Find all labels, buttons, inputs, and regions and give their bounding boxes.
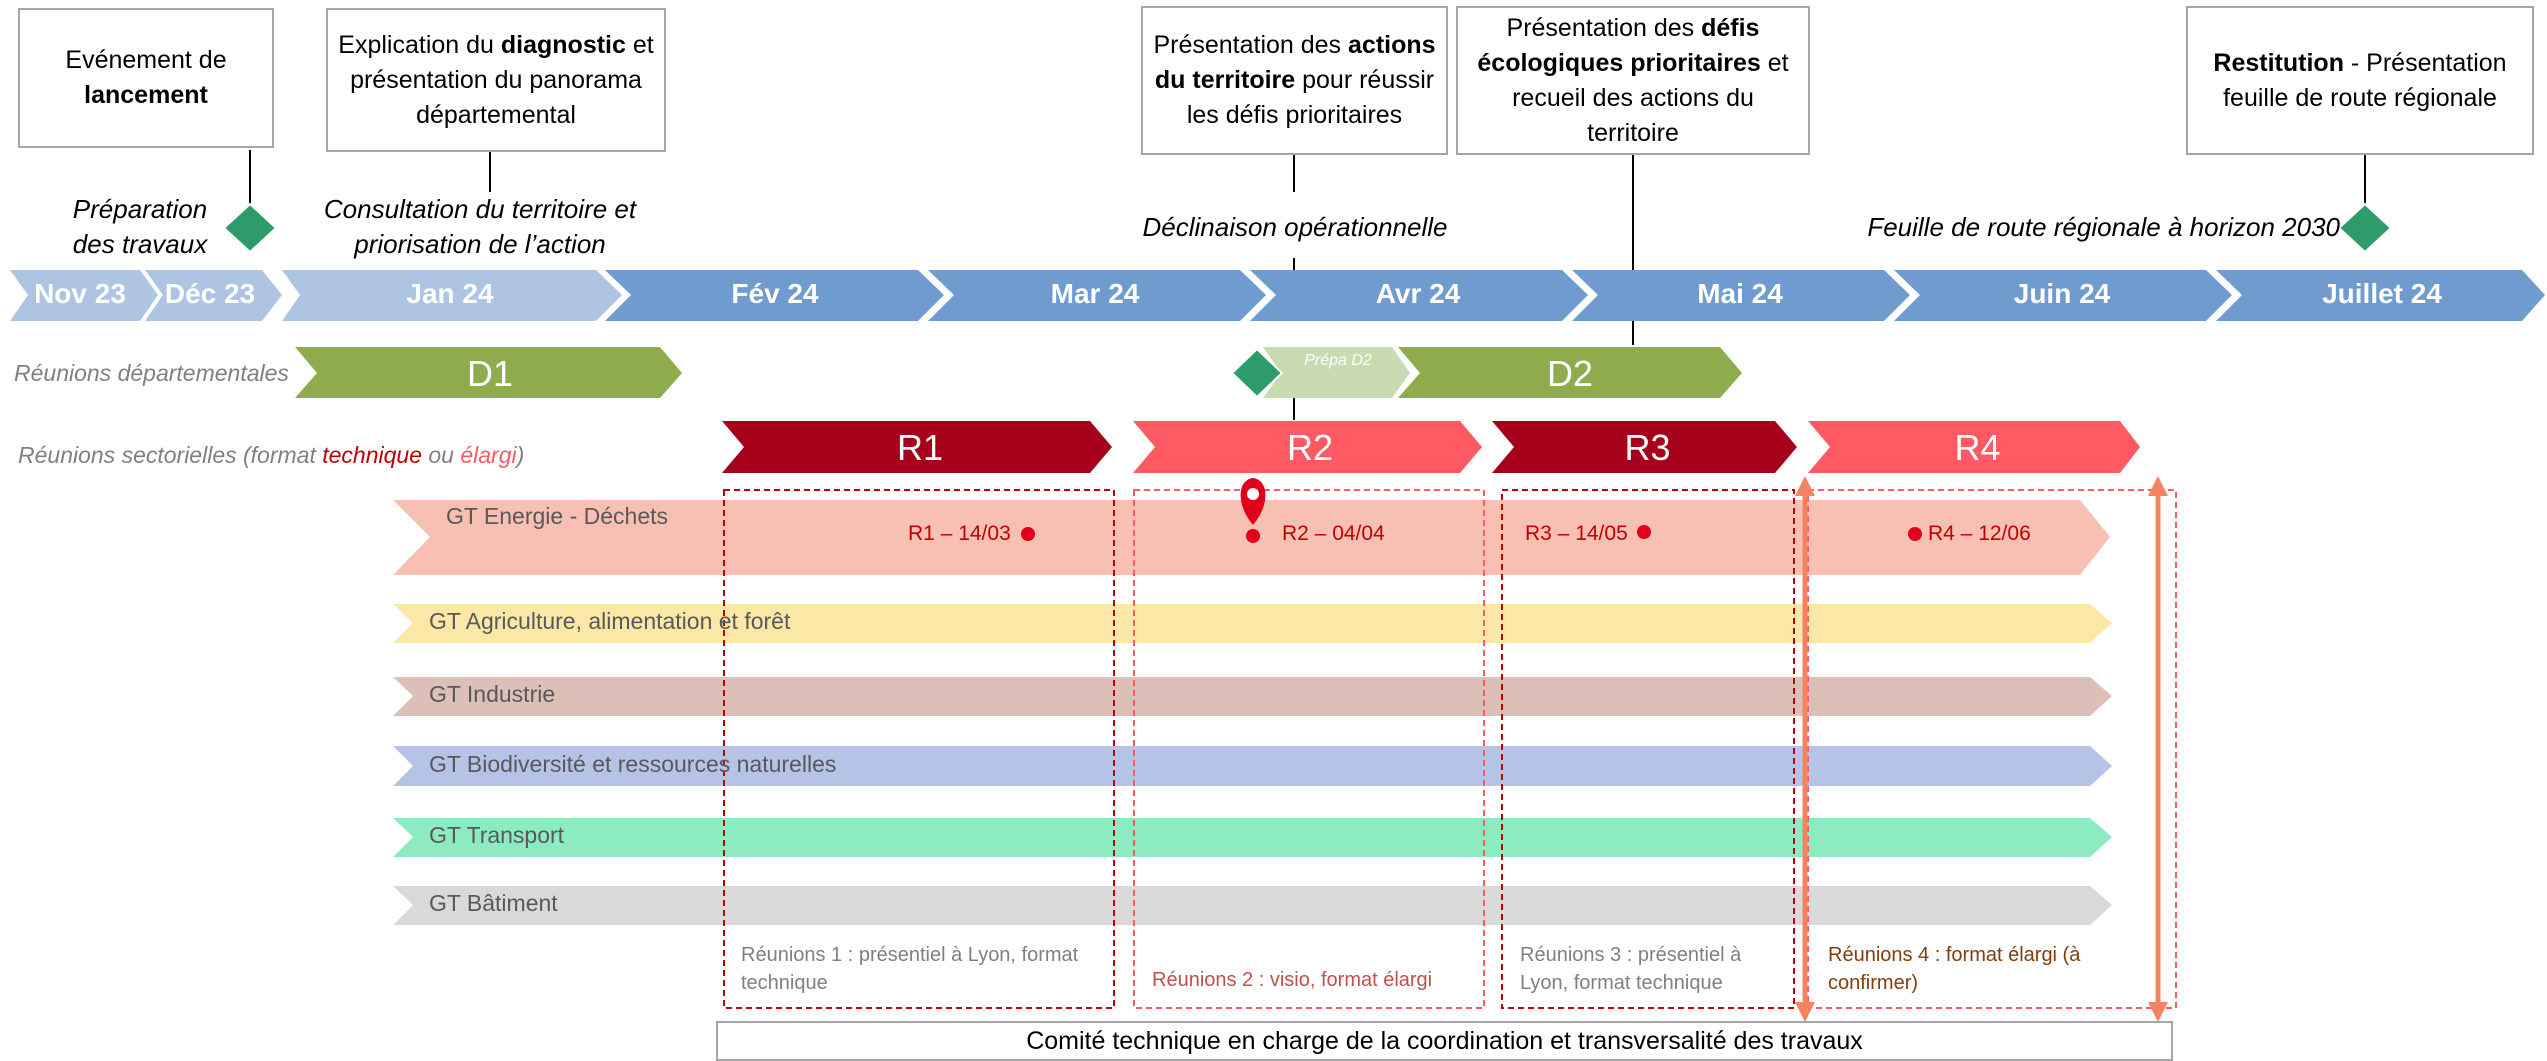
phase-preparation: Préparation des travaux — [72, 194, 208, 259]
gt-band-biodiversite — [393, 746, 2112, 786]
month-arrow-jan-24 — [282, 270, 622, 321]
month-label-mai-24: Mai 24 — [1697, 278, 1783, 309]
gt-label-industrie: GT Industrie — [429, 681, 556, 707]
callout-launch: Evénement de lancement — [18, 8, 274, 148]
phase-feuille-de-route: Feuille de route régionale à horizon 203… — [1867, 212, 2340, 242]
month-arrow-avr-24 — [1250, 270, 1588, 321]
note-r1: Réunions 1 : présentiel à Lyon, format t… — [741, 944, 1079, 994]
note-r2: Réunions 2 : visio, format élargi — [1152, 969, 1433, 991]
month-arrow-juin-24 — [1894, 270, 2232, 321]
month-arrow-juillet-24 — [2216, 270, 2545, 321]
meeting-label-r1: R1 – 14/03 — [908, 522, 1011, 545]
gt-label-energie: GT Energie - Déchets — [446, 503, 669, 529]
milestone-prepa-d2-icon — [1230, 347, 1284, 399]
r1-label: R1 — [896, 427, 944, 468]
prepa-d2-label: Prépa D2 — [1304, 352, 1372, 369]
r1-arrow — [722, 421, 1112, 473]
r3-arrow — [1492, 421, 1797, 473]
callout-diagnostic: Explication du diagnostic et présentatio… — [326, 8, 666, 152]
prepa-d2-arrow — [1263, 347, 1410, 398]
note-r4: Réunions 4 : format élargi (à confirmer) — [1828, 944, 2081, 994]
meeting-dot-r4 — [1908, 527, 1922, 541]
d2-arrow — [1398, 347, 1742, 398]
meeting-dot-r2 — [1246, 529, 1260, 543]
location-pin-icon — [1240, 478, 1266, 525]
milestone-restitution-icon — [2337, 202, 2393, 254]
phase-consultation: Consultation du territoire et priorisati… — [323, 194, 637, 259]
double-arrow-right-icon — [2148, 476, 2168, 1022]
gt-band-industrie — [393, 677, 2112, 716]
row-label-departmental: Réunions départementales — [14, 360, 289, 386]
month-arrow-nov-23 — [10, 270, 158, 321]
r3-label: R3 — [1624, 427, 1671, 468]
gt-label-batiment: GT Bâtiment — [429, 890, 558, 916]
note-r3: Réunions 3 : présentiel à Lyon, format t… — [1520, 944, 1742, 994]
r2-frame — [1133, 489, 1485, 1009]
milestone-preparation-icon — [222, 202, 278, 254]
row-label-sectoral: Réunions sectorielles (format technique … — [18, 442, 525, 468]
r3-frame — [1501, 489, 1795, 1009]
r2-arrow — [1133, 421, 1482, 473]
month-label-jan-24: Jan 24 — [406, 278, 494, 309]
r4-arrow — [1808, 421, 2140, 473]
r4-frame — [1807, 489, 2177, 1009]
month-label-juillet-24: Juillet 24 — [2322, 278, 2442, 309]
d1-arrow — [295, 347, 682, 398]
callout-actions: Présentation des actions du territoire p… — [1141, 6, 1448, 155]
month-arrow-mai-24 — [1572, 270, 1910, 321]
month-label-dec-23: Déc 23 — [164, 278, 256, 309]
d2-label: D2 — [1546, 353, 1594, 394]
month-arrow-dec-23 — [145, 270, 282, 321]
meeting-label-r3: R3 – 14/05 — [1525, 522, 1628, 545]
double-arrow-left-icon — [1795, 476, 1815, 1022]
phase-declinaison: Déclinaison opérationnelle — [1142, 212, 1448, 242]
r1-frame — [723, 489, 1115, 1009]
month-label-mar-24: Mar 24 — [1050, 278, 1140, 309]
meeting-dot-r3 — [1637, 525, 1651, 539]
callout-defis: Présentation des défis écologiques prior… — [1456, 6, 1810, 155]
month-arrow-mar-24 — [928, 270, 1266, 321]
gt-band-transport — [393, 818, 2112, 857]
meeting-label-r2: R2 – 04/04 — [1282, 522, 1385, 545]
month-label-avr-24: Avr 24 — [1375, 278, 1461, 309]
gt-band-batiment — [393, 886, 2112, 925]
comite-technique-box: Comité technique en charge de la coordin… — [716, 1021, 2173, 1061]
gt-band-agriculture — [393, 604, 2112, 643]
month-label-juin-24: Juin 24 — [2013, 278, 2111, 309]
r4-label: R4 — [1954, 427, 2001, 468]
callout-restitution: Restitution - Présentation feuille de ro… — [2186, 6, 2534, 155]
month-arrow-fev-24 — [605, 270, 944, 321]
gt-label-biodiversite: GT Biodiversité et ressources naturelles — [429, 751, 837, 777]
gt-label-agriculture: GT Agriculture, alimentation et forêt — [429, 608, 791, 634]
month-label-nov-23: Nov 23 — [34, 278, 126, 309]
gt-label-transport: GT Transport — [429, 822, 565, 848]
r2-label: R2 — [1286, 427, 1334, 468]
d1-label: D1 — [466, 353, 514, 394]
meeting-dot-r1 — [1021, 527, 1035, 541]
meeting-label-r4: R4 – 12/06 — [1928, 522, 2031, 545]
month-label-fev-24: Fév 24 — [731, 278, 819, 309]
